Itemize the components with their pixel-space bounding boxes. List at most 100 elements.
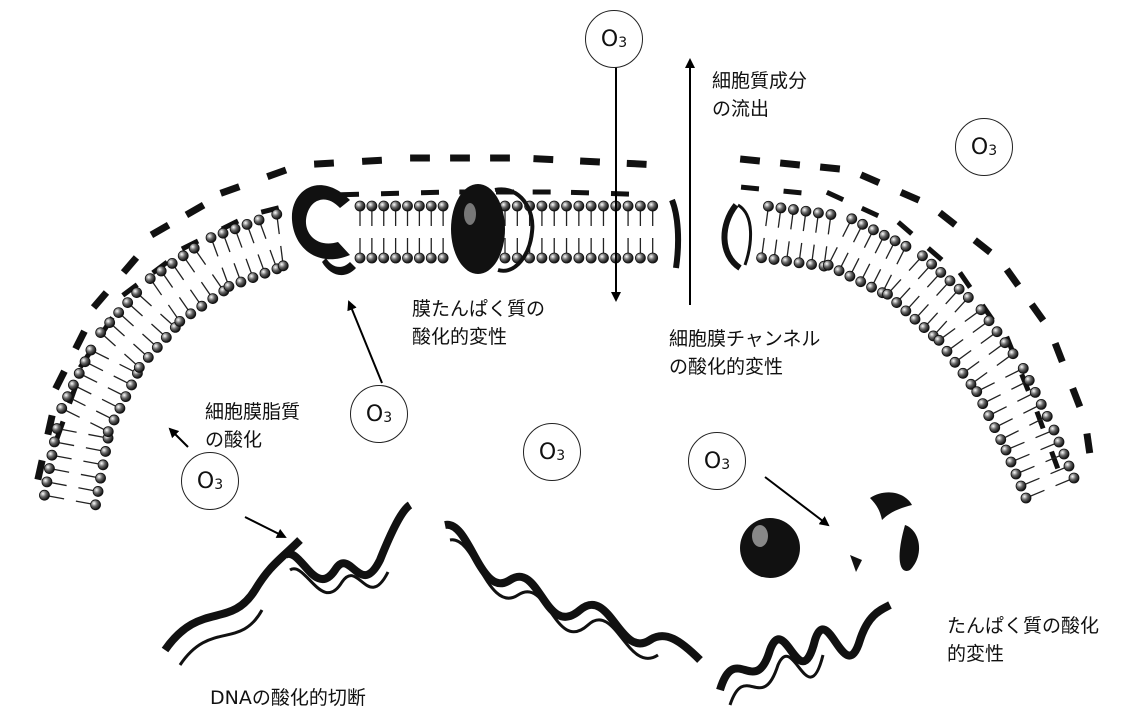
- cell-wall-dash: [580, 158, 600, 166]
- label-line: たんぱく質の酸化: [947, 612, 1099, 640]
- lipid-head: [93, 486, 103, 496]
- cell-wall-dash: [1069, 387, 1083, 408]
- protein-sphere-highlight: [752, 525, 768, 547]
- lipid-head: [49, 437, 59, 447]
- lipid-head: [868, 225, 878, 235]
- lipid-head: [391, 253, 401, 263]
- lipid-head: [892, 298, 902, 308]
- cell-wall-dash: [410, 155, 430, 162]
- lipid-head: [379, 253, 389, 263]
- cell-wall-dash: [450, 155, 470, 162]
- cell-wall-dash: [150, 222, 171, 238]
- ozone-subscript: 3: [383, 410, 392, 426]
- lipid-head: [74, 368, 84, 378]
- lipid-head: [537, 253, 547, 263]
- cell-wall-dash: [72, 330, 87, 351]
- lipid-head: [178, 251, 188, 261]
- lipid-head: [80, 357, 90, 367]
- lipid-head: [156, 266, 166, 276]
- lipid-head: [763, 201, 773, 211]
- protein-fragments: [850, 492, 919, 572]
- lipid-head: [934, 335, 944, 345]
- ozone-molecule-top: O3: [585, 10, 643, 68]
- lipid-head: [143, 352, 153, 362]
- lipid-head: [574, 253, 584, 263]
- dna-strand-left: [165, 540, 300, 665]
- lipid-head: [801, 206, 811, 216]
- lipid-head: [63, 392, 73, 402]
- lipid-head: [260, 268, 270, 278]
- lipid-head: [57, 403, 67, 413]
- lipid-head: [414, 253, 424, 263]
- lipid-head: [992, 327, 1002, 337]
- lipid-head: [242, 219, 252, 229]
- label-line: 細胞膜脂質: [205, 398, 300, 426]
- lipid-head: [1016, 481, 1026, 491]
- lipid-head: [403, 253, 413, 263]
- cell-wall-dash: [973, 237, 993, 255]
- lipid-head: [175, 316, 185, 326]
- lipid-head: [879, 230, 889, 240]
- lipid-head: [984, 411, 994, 421]
- lipid-head: [167, 258, 177, 268]
- lipid-head: [127, 380, 137, 390]
- lipid-head: [189, 243, 199, 253]
- lipid-head: [367, 253, 377, 263]
- lipid-head: [648, 253, 658, 263]
- cell-wall-dash: [362, 157, 382, 165]
- cell-wall-dash: [611, 191, 629, 197]
- lipid-head: [367, 201, 377, 211]
- lipid-head: [115, 403, 125, 413]
- lipid-head: [936, 267, 946, 277]
- lipid-head: [945, 276, 955, 286]
- cell-wall-dash: [266, 167, 287, 180]
- lipid-head: [197, 301, 207, 311]
- lipid-head: [826, 210, 836, 220]
- lipid-head: [123, 298, 133, 308]
- lipid-head: [114, 308, 124, 318]
- label-line: の酸化的変性: [669, 353, 820, 381]
- lipid-head: [823, 260, 833, 270]
- lipid-head: [109, 415, 119, 425]
- lipid-head: [206, 233, 216, 243]
- lipid-head: [807, 259, 817, 269]
- cell-wall-dash: [826, 190, 844, 202]
- ozone-symbol: O: [539, 440, 556, 465]
- lipid-head: [438, 253, 448, 263]
- arrow-to-protein: [765, 477, 828, 525]
- lipid-head: [379, 201, 389, 211]
- lipid-head: [278, 261, 288, 271]
- cell-wall-dash: [571, 190, 589, 196]
- label-line: の酸化: [205, 426, 300, 454]
- lipid-head: [757, 253, 767, 263]
- label-line: 酸化的変性: [412, 323, 545, 351]
- cell-wall-dash: [741, 185, 759, 192]
- lipid-head: [972, 387, 982, 397]
- lipid-head: [901, 306, 911, 316]
- lipid-head: [794, 258, 804, 268]
- cell-wall-dash: [121, 255, 139, 275]
- lipid-head: [403, 201, 413, 211]
- ozone-subscript: 3: [721, 457, 730, 473]
- lipid-head: [1000, 338, 1010, 348]
- lipid-head: [845, 271, 855, 281]
- lipid-head: [1001, 445, 1011, 455]
- lipid-head: [1030, 387, 1040, 397]
- cell-wall-dash: [1029, 302, 1046, 322]
- cell-wall-dash: [219, 183, 240, 196]
- lipid-head: [867, 282, 877, 292]
- lipid-head: [984, 316, 994, 326]
- ozone-subscript: 3: [988, 143, 997, 159]
- cell-wall-dash: [783, 189, 801, 196]
- lipid-head: [426, 201, 436, 211]
- lipid-head: [562, 253, 572, 263]
- lipid-head: [391, 201, 401, 211]
- lipid-head: [549, 201, 559, 211]
- lipid-head: [1021, 493, 1031, 503]
- cell-wall-dash: [900, 189, 921, 203]
- lipid-head: [1064, 461, 1074, 471]
- lipid-head: [990, 423, 1000, 433]
- lipid-head: [788, 205, 798, 215]
- lipid-head: [586, 201, 596, 211]
